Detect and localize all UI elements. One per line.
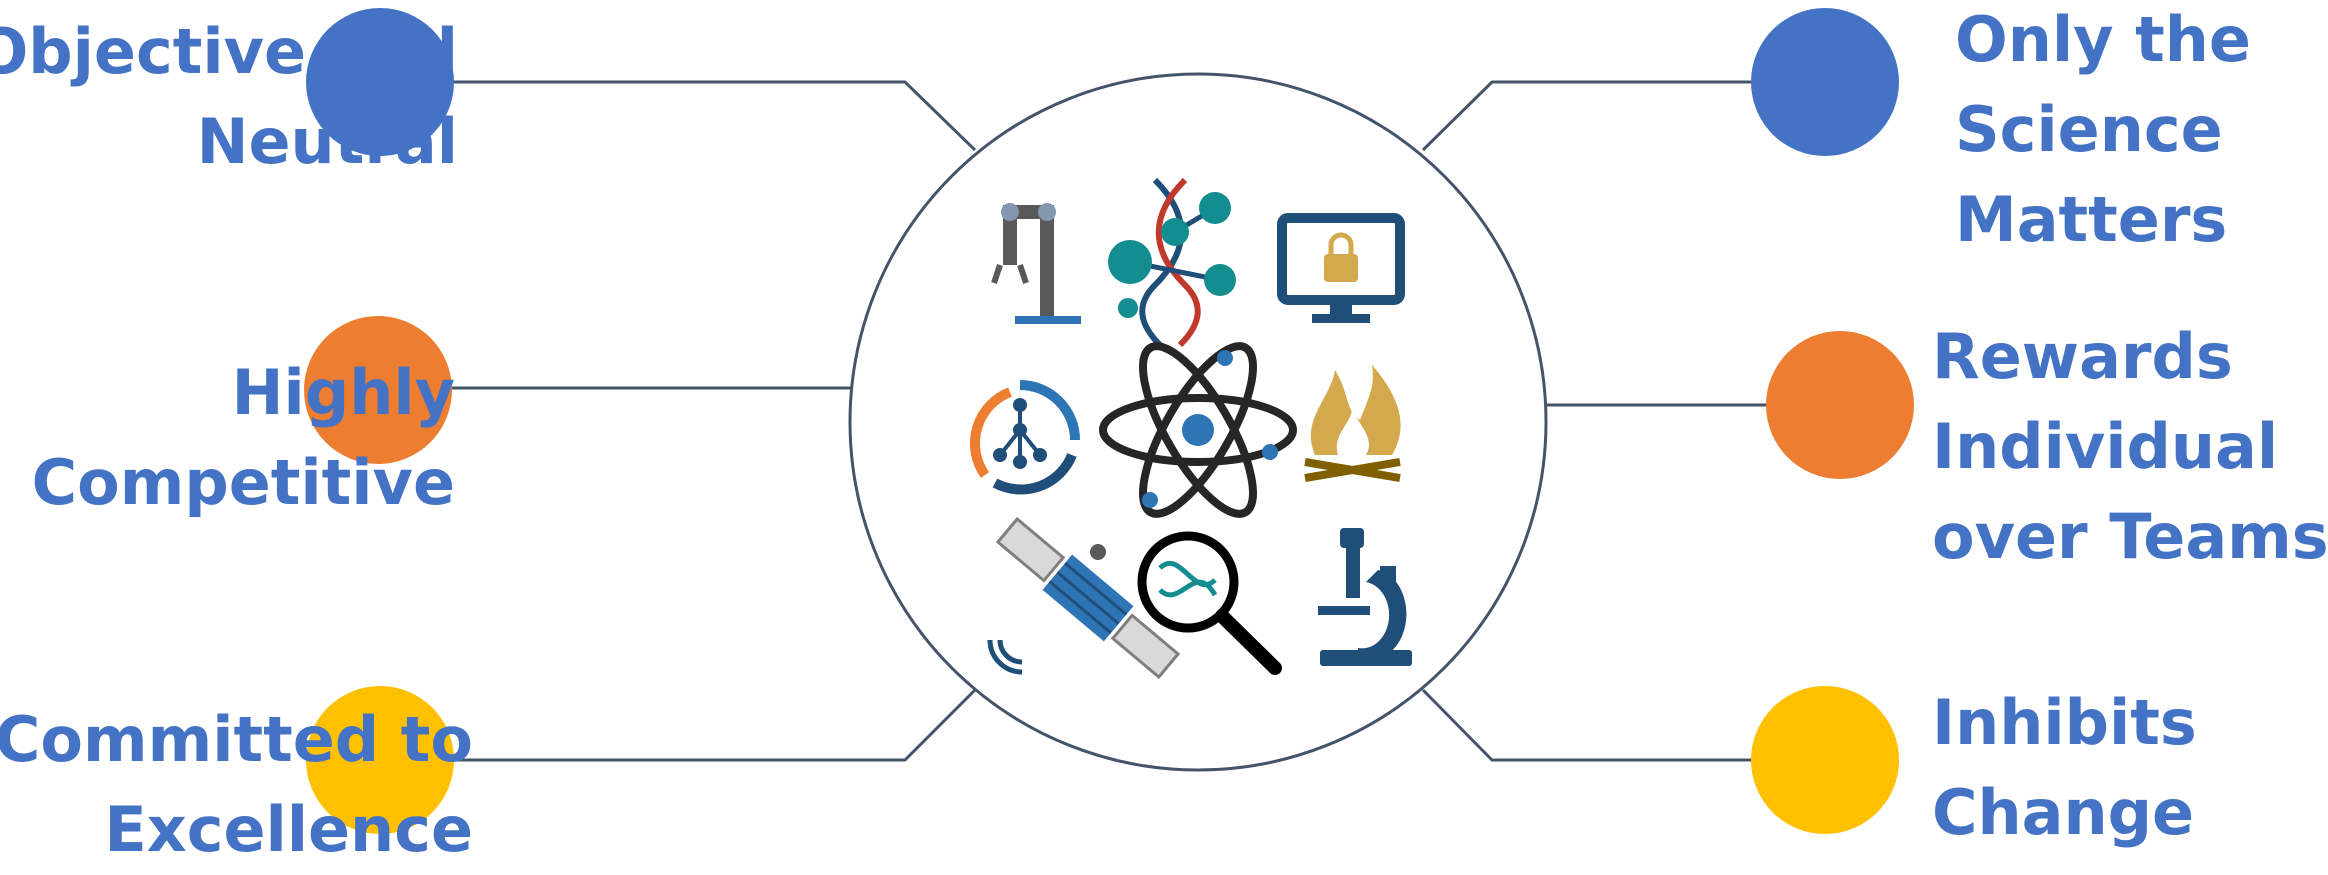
label-rewards-line-2: Individual bbox=[1932, 410, 2279, 483]
label-rewards-line-3: over Teams bbox=[1932, 500, 2328, 573]
label-excellence-line-1: Committed to bbox=[0, 703, 473, 776]
label-excellence-line-2: Excellence bbox=[104, 793, 473, 866]
label-excellence: Committed to Excellence bbox=[0, 695, 473, 875]
connector-science bbox=[1421, 80, 1755, 152]
dna-molecule-icon bbox=[1108, 177, 1236, 348]
atom-icon bbox=[1099, 342, 1297, 518]
network-cycle-icon bbox=[969, 380, 1080, 495]
monitor-lock-icon bbox=[1277, 213, 1405, 323]
robotic-arm-icon bbox=[991, 203, 1081, 324]
label-science-line-3: Matters bbox=[1955, 183, 2228, 256]
label-science-line-2: Science bbox=[1955, 93, 2223, 166]
label-objective: Objective and Neutral bbox=[0, 7, 458, 187]
label-rewards-line-1: Rewards bbox=[1932, 320, 2233, 393]
microscope-icon bbox=[1318, 528, 1412, 666]
label-inhibits-line-2: Change bbox=[1932, 776, 2195, 849]
connector-inhibits bbox=[1421, 688, 1755, 762]
label-inhibits-line-1: Inhibits bbox=[1932, 686, 2197, 759]
label-science-line-1: Only the bbox=[1955, 3, 2251, 76]
connector-excellence bbox=[430, 688, 977, 762]
label-inhibits: Inhibits Change bbox=[1932, 678, 2197, 858]
connector-objective bbox=[430, 80, 977, 152]
label-competitive: Highly Competitive bbox=[32, 348, 455, 528]
campfire-icon bbox=[1304, 365, 1401, 482]
node-dot-science[interactable] bbox=[1751, 8, 1899, 156]
label-competitive-line-1: Highly bbox=[231, 356, 455, 429]
label-objective-line-1: Objective and bbox=[0, 15, 458, 88]
node-dot-inhibits[interactable] bbox=[1751, 686, 1899, 834]
node-dot-excellence[interactable] bbox=[306, 686, 454, 834]
diagram-canvas bbox=[304, 8, 1914, 834]
node-dot-rewards[interactable] bbox=[1766, 331, 1914, 479]
node-dot-objective[interactable] bbox=[306, 8, 454, 156]
satellite-icon bbox=[987, 516, 1181, 680]
connectors bbox=[430, 80, 1770, 762]
label-rewards: Rewards Individual over Teams bbox=[1932, 312, 2328, 582]
label-competitive-line-2: Competitive bbox=[31, 446, 455, 519]
node-dot-competitive[interactable] bbox=[304, 316, 452, 464]
dna-magnifier-icon bbox=[1137, 531, 1282, 675]
label-science: Only the Science Matters bbox=[1955, 0, 2251, 265]
label-objective-line-2: Neutral bbox=[196, 105, 458, 178]
